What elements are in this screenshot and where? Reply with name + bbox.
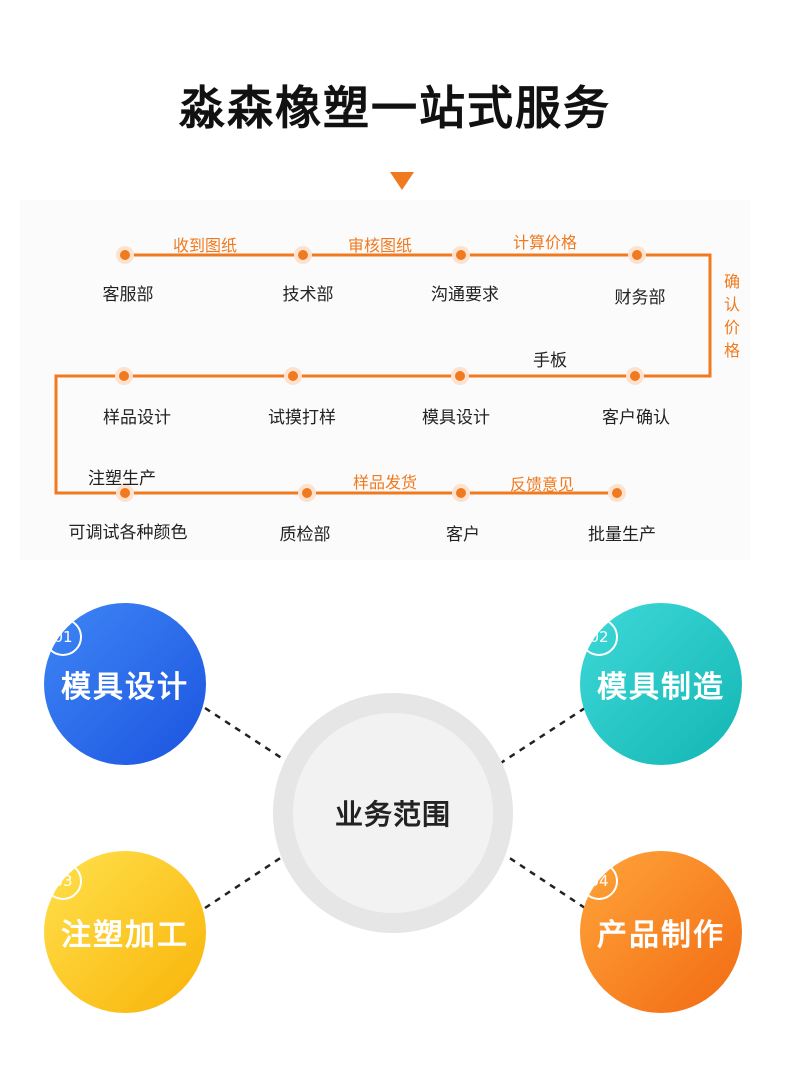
node-finance: 财务部 xyxy=(614,288,666,308)
node-qc-dept: 质检部 xyxy=(279,525,331,545)
edge-ship-sample: 样品发货 xyxy=(352,473,418,492)
flow-node-dot-core-5 xyxy=(455,371,465,381)
edge-calculate-price: 计算价格 xyxy=(512,233,578,252)
connector-line-02 xyxy=(489,706,586,772)
node-customer-confirm: 客户确认 xyxy=(602,408,670,428)
badge-03: 03 xyxy=(44,862,82,900)
node-mass-production: 批量生产 xyxy=(588,525,656,545)
badge-01: 01 xyxy=(44,618,82,656)
flow-node-dot-core-7 xyxy=(119,371,129,381)
note-hand-board: 手板 xyxy=(533,351,567,371)
badge-04: 04 xyxy=(580,862,618,900)
badge-02: 02 xyxy=(580,618,618,656)
flow-node-dot-core-11 xyxy=(612,488,622,498)
node-color-adjust: 可调试各种颜色 xyxy=(68,523,188,543)
service-label: 注塑加工 xyxy=(61,918,189,953)
service-mold-manufacturing: 模具制造 xyxy=(580,603,742,765)
node-trial-sample: 试摸打样 xyxy=(268,408,336,428)
process-flow-diagram xyxy=(54,246,712,502)
flow-node-dot-core-1 xyxy=(298,250,308,260)
scope-center: 业务范围 xyxy=(293,713,493,913)
flow-node-dot-core-3 xyxy=(632,250,642,260)
node-sample-design: 样品设计 xyxy=(103,408,171,428)
node-communicate: 沟通要求 xyxy=(431,285,499,305)
node-customer-service: 客服部 xyxy=(102,285,154,305)
flow-node-dot-core-9 xyxy=(302,488,312,498)
service-label: 模具制造 xyxy=(597,670,725,705)
flow-node-dot-core-8 xyxy=(120,488,130,498)
flow-node-dot-core-0 xyxy=(120,250,130,260)
flow-node-dot-core-10 xyxy=(456,488,466,498)
edge-receive-drawings: 收到图纸 xyxy=(172,236,238,255)
flow-node-dot-core-2 xyxy=(456,250,466,260)
node-customer: 客户 xyxy=(446,525,480,545)
flow-path xyxy=(54,253,712,495)
down-arrow-icon xyxy=(390,172,414,190)
note-injection-production: 注塑生产 xyxy=(88,469,156,489)
service-label: 模具设计 xyxy=(61,670,189,705)
scope-title: 业务范围 xyxy=(334,798,451,831)
node-tech-dept: 技术部 xyxy=(282,285,334,305)
flow-node-dot-core-4 xyxy=(630,371,640,381)
node-mold-design: 模具设计 xyxy=(422,408,490,428)
edge-confirm-price: 确认价格 xyxy=(723,272,740,360)
service-label: 产品制作 xyxy=(597,918,725,953)
flow-node-dot-core-6 xyxy=(288,371,298,381)
page-title: 淼森橡塑一站式服务 xyxy=(179,81,611,135)
edge-review-drawings: 审核图纸 xyxy=(347,236,413,255)
edge-feedback: 反馈意见 xyxy=(509,475,575,494)
